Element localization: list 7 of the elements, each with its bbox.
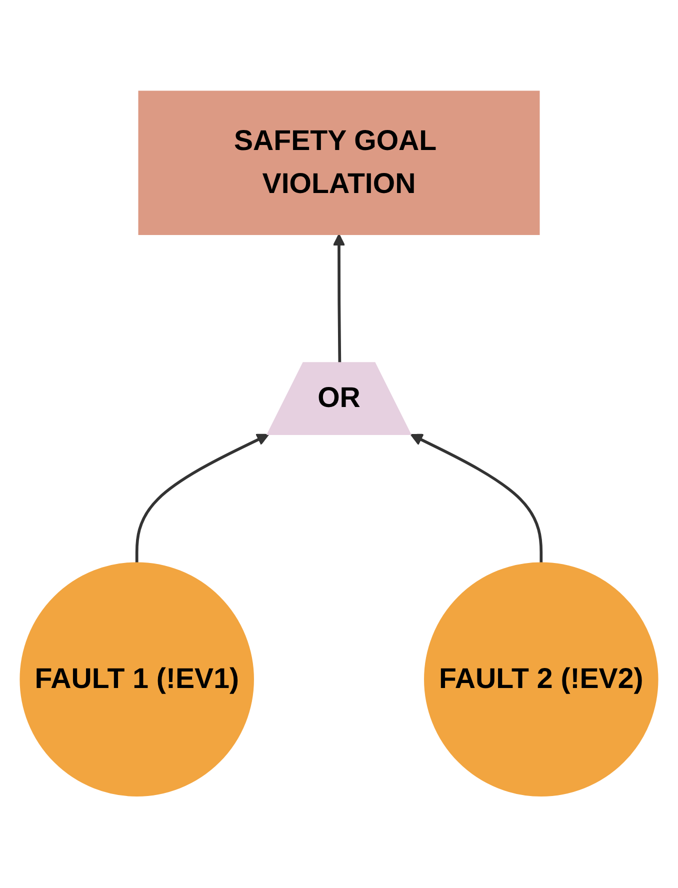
node-circle [20, 562, 254, 797]
arrow [410, 434, 543, 564]
node-box [138, 91, 540, 236]
arrow [135, 434, 270, 564]
arrow [332, 234, 346, 364]
node-circle [424, 562, 658, 797]
fault-tree-diagram: SAFETY GOAL VIOLATION OR FAULT 1 (!EV1) FAULT 2 (!EV2) [9, 80, 669, 808]
